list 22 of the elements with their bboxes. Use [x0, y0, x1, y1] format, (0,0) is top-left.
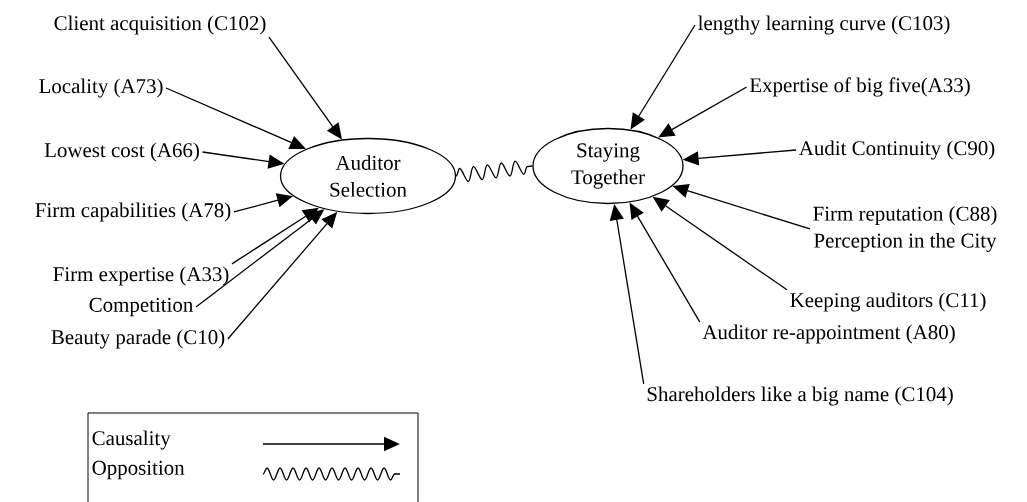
- label-text: Client acquisition (C102): [54, 15, 266, 35]
- ellipse-node: Auditor Selection: [279, 137, 457, 215]
- arrow: [609, 204, 645, 385]
- wavy-line: [455, 160, 533, 183]
- label-text: Firm expertise (A33): [53, 266, 229, 286]
- arrow: [165, 87, 306, 150]
- legend-label: Causality: [92, 430, 171, 450]
- label-text: Expertise of big five(A33): [749, 77, 970, 97]
- label-text: Firm reputation (C88) Perception in the City: [813, 206, 997, 252]
- label-text: Audit Continuity (C90): [799, 140, 995, 160]
- legend-label: Opposition: [92, 460, 185, 480]
- label-text: Locality (A73): [39, 78, 163, 98]
- ellipse-node: Staying Together: [532, 127, 684, 205]
- label-text: Shareholders like a big name (C104): [647, 386, 953, 406]
- arrow: [658, 86, 748, 138]
- label-text: Competition: [89, 297, 193, 317]
- label-text: Auditor re-appointment (A80): [702, 324, 955, 344]
- label-text: lengthy learning curve (C103): [698, 15, 950, 35]
- label-text: Keeping auditors (C11): [790, 292, 986, 312]
- label-text: Lowest cost (A66): [44, 142, 199, 162]
- label-text: Firm capabilities (A78): [35, 202, 231, 222]
- label-text: Beauty parade (C10): [51, 329, 225, 349]
